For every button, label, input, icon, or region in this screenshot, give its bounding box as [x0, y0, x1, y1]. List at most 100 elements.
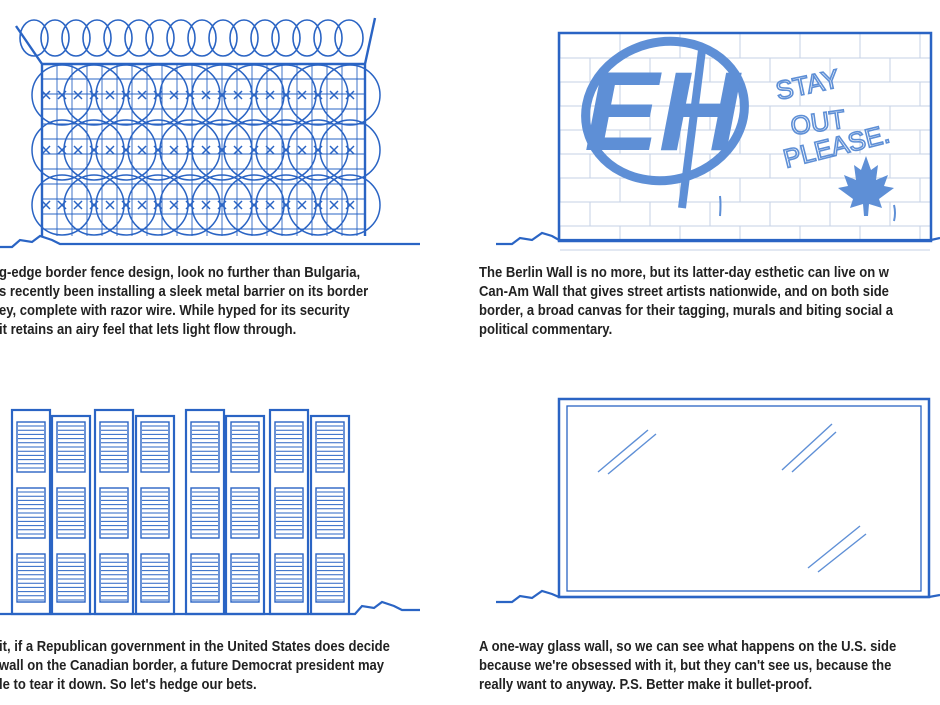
- top-razor-loop: [124, 19, 154, 57]
- razor-barb: [233, 200, 243, 210]
- razor-barb: [217, 145, 227, 155]
- top-razor-coil: [19, 19, 364, 57]
- razor-wire-loop: [127, 174, 189, 236]
- razor-barb: [105, 90, 115, 100]
- razor-barb: [265, 200, 275, 210]
- razor-wire-loop: [223, 174, 285, 236]
- razor-wire-loop: [95, 119, 157, 181]
- razor-barb: [249, 90, 259, 100]
- razor-barb: [89, 200, 99, 210]
- razor-wire-loop: [191, 119, 253, 181]
- slogan-line: STAY: [773, 63, 842, 106]
- razor-barb: [185, 90, 195, 100]
- razor-wire-loop: [255, 119, 317, 181]
- panel-glass-wall: A one-way glass wall, so we can see what…: [470, 352, 940, 705]
- ground-line: [0, 234, 420, 249]
- top-razor-loop: [271, 19, 301, 57]
- louver-section: [274, 421, 304, 473]
- louver-section: [274, 487, 304, 539]
- razor-barb: [201, 145, 211, 155]
- razor-wire-loop: [159, 119, 221, 181]
- ground-line: [496, 589, 940, 604]
- razor-barb: [329, 90, 339, 100]
- razor-barb: [329, 145, 339, 155]
- ground-line: [496, 231, 940, 246]
- louver-section: [140, 421, 170, 473]
- louver-section: [16, 553, 46, 603]
- caption-line: because we're obsessed with it, but they…: [479, 658, 892, 674]
- ground-line: [0, 600, 420, 616]
- caption-line: really want to anyway. P.S. Better make …: [479, 677, 813, 693]
- razor-barb: [297, 90, 307, 100]
- top-razor-loop: [334, 19, 364, 57]
- glass-frame-inner: [566, 405, 922, 592]
- louver-section: [230, 487, 260, 539]
- louver-section: [16, 487, 46, 539]
- razor-barb: [233, 90, 243, 100]
- screen-panel: [268, 408, 310, 616]
- louver-section: [56, 421, 86, 473]
- razor-barb: [329, 200, 339, 210]
- panel-graffiti-wall: EH STAY OUT PLEASE. The Berlin Wall is n…: [470, 0, 940, 352]
- louver-section: [230, 553, 260, 603]
- top-razor-loop: [292, 19, 322, 57]
- louver-section: [16, 421, 46, 473]
- razor-barb: [153, 200, 163, 210]
- caption-line: it, if a Republican government in the Un…: [0, 639, 390, 655]
- razor-barb: [137, 200, 147, 210]
- razor-barb: [297, 145, 307, 155]
- folding-screen-illustration: [0, 408, 420, 616]
- razor-barb: [41, 145, 51, 155]
- screen-panel-frame: [309, 414, 351, 616]
- louver-section: [230, 421, 260, 473]
- razor-barb: [281, 200, 291, 210]
- razor-wire-loop: [287, 119, 349, 181]
- caption-glass-wall: A one-way glass wall, so we can see what…: [479, 638, 896, 695]
- louver-section: [315, 487, 345, 539]
- razor-wire-loop: [319, 119, 381, 181]
- caption-line: g-edge border fence design, look no furt…: [0, 265, 361, 281]
- screen-panel: [134, 414, 176, 616]
- screen-panel: [50, 414, 92, 616]
- razor-wire-loop: [191, 174, 253, 236]
- razor-barb: [169, 90, 179, 100]
- top-razor-loop: [40, 19, 70, 57]
- eh-tag-graffiti: EH: [581, 36, 749, 209]
- razor-barb: [137, 90, 147, 100]
- top-razor-loop: [187, 19, 217, 57]
- razor-barb: [73, 200, 83, 210]
- razor-barb: [73, 90, 83, 100]
- caption-line: wall on the Canadian border, a future De…: [0, 658, 385, 674]
- top-razor-loop: [82, 19, 112, 57]
- razor-barb: [297, 200, 307, 210]
- razor-barb: [345, 145, 355, 155]
- razor-barb: [345, 200, 355, 210]
- screen-panel: [224, 414, 266, 616]
- razor-barb: [121, 145, 131, 155]
- stay-out-please-graffiti: STAY OUT PLEASE.: [772, 62, 893, 174]
- louver-section: [140, 487, 170, 539]
- razor-barb: [105, 200, 115, 210]
- razor-barb: [185, 200, 195, 210]
- top-razor-loop: [313, 19, 343, 57]
- razor-barb: [41, 200, 51, 210]
- razor-barb: [201, 200, 211, 210]
- razor-barb: [249, 200, 259, 210]
- top-razor-loop: [208, 19, 238, 57]
- razor-barb: [265, 90, 275, 100]
- razor-barb: [217, 200, 227, 210]
- top-razor-loop: [229, 19, 259, 57]
- glass-wall-illustration: [496, 397, 940, 604]
- razor-barb: [313, 90, 323, 100]
- razor-barb: [281, 90, 291, 100]
- caption-graffiti-wall: The Berlin Wall is no more, but its latt…: [479, 264, 893, 340]
- eh-tag-text: EH: [584, 49, 742, 174]
- caption-line: s recently been installing a sleek metal…: [0, 284, 369, 300]
- razor-barb: [217, 90, 227, 100]
- razor-barb: [169, 200, 179, 210]
- louver-section: [140, 553, 170, 603]
- caption-line: political commentary.: [479, 322, 613, 338]
- razor-barb: [41, 90, 51, 100]
- top-razor-loop: [166, 19, 196, 57]
- razor-barb: [89, 145, 99, 155]
